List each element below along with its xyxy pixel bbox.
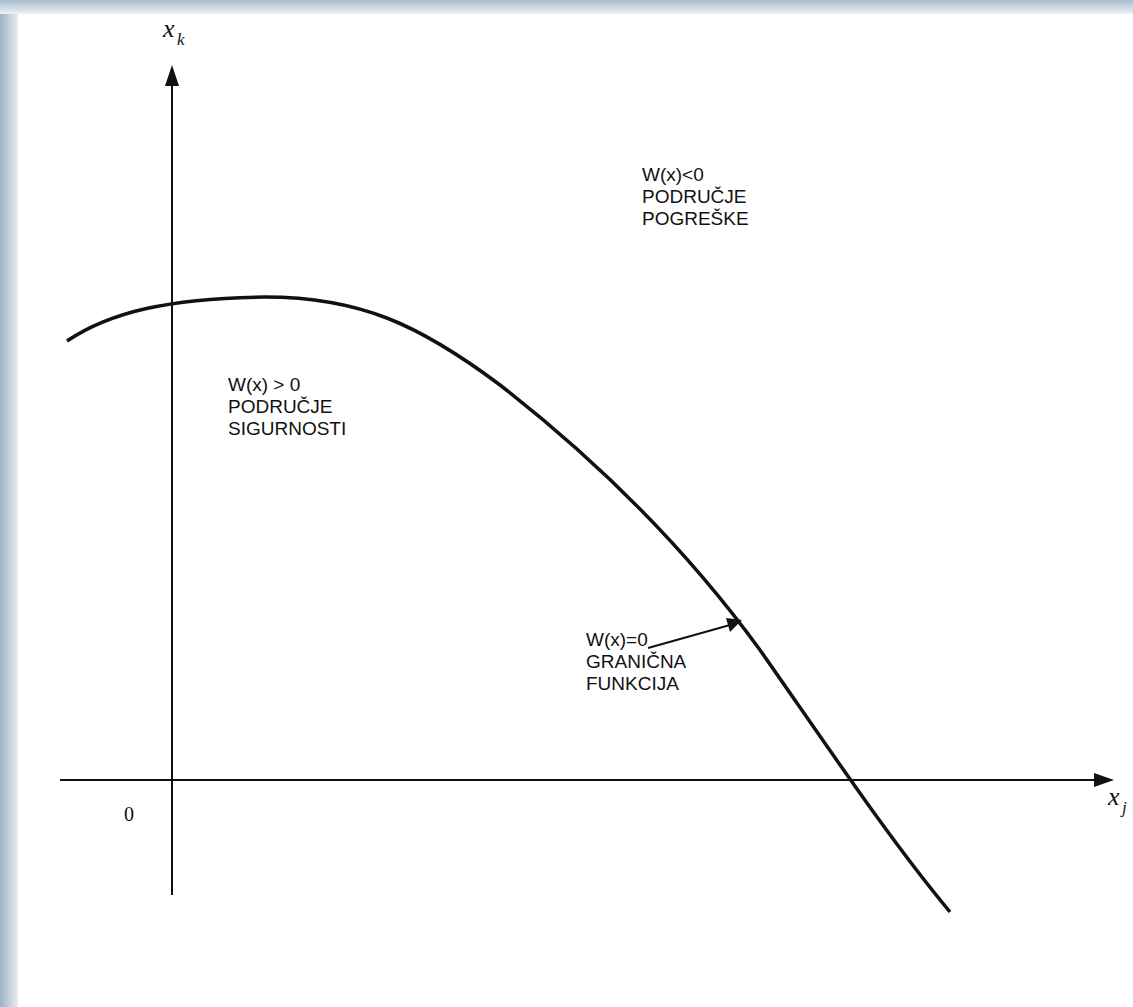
axis-label: x bbox=[1108, 782, 1120, 812]
photo-border bbox=[0, 0, 1133, 14]
origin-label: 0 bbox=[124, 803, 134, 826]
x-axis bbox=[60, 779, 1100, 781]
axis-subscript: j bbox=[1122, 798, 1127, 818]
axis-arrowhead bbox=[165, 65, 179, 86]
y-axis bbox=[171, 80, 173, 895]
axis-subscript: k bbox=[177, 30, 185, 50]
axis-label: x bbox=[163, 14, 175, 44]
region-label: W(x)<0 PODRUČJE POGREŠKE bbox=[642, 164, 777, 230]
limit-state-curve bbox=[67, 297, 950, 912]
leader-arrowhead bbox=[726, 618, 742, 632]
photo-border bbox=[0, 0, 18, 1007]
region-label: W(x) > 0 PODRUČJE SIGURNOSTI bbox=[228, 374, 363, 440]
curve-label: W(x)=0 GRANIČNA FUNKCIJA bbox=[586, 629, 711, 695]
leader-line bbox=[648, 625, 730, 648]
